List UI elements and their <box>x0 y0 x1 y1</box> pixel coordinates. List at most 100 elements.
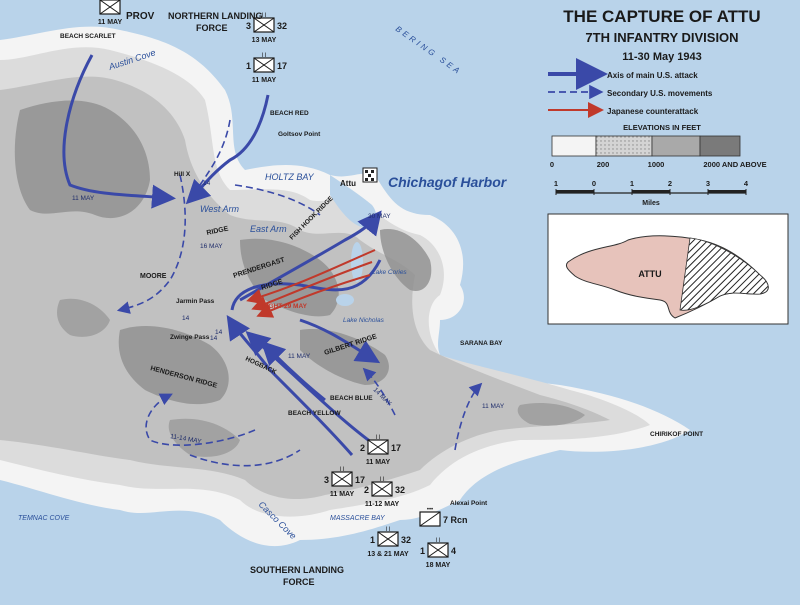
label-goltsov-point: Goltsov Point <box>278 131 321 138</box>
label-zwinge-pass: Zwinge Pass <box>170 334 210 341</box>
unit-battalion: 1 <box>246 61 251 71</box>
map-title: THE CAPTURE OF ATTU 7TH INFANTRY DIVISIO… <box>563 7 760 63</box>
northern-main-arrow-b <box>185 94 270 205</box>
label-holtz-bay: HOLTZ BAY <box>265 172 315 182</box>
secondary-movement-arrows <box>116 119 483 467</box>
unit-size-mark: ••• <box>427 507 433 513</box>
label-hill-x: Hill X <box>174 171 191 178</box>
label-moore: MOORE <box>140 273 167 280</box>
holtz-secondary-b <box>199 119 231 186</box>
label-beach-yellow: BEACH YELLOW <box>288 410 341 417</box>
label-lake-nicholas: Lake Nicholas <box>343 317 385 324</box>
label-date-11may-e: 11 MAY <box>482 403 505 410</box>
label-chichagof-harbor: Chichagof Harbor <box>388 174 508 190</box>
unit-date: 11 MAY <box>252 77 277 84</box>
unit-regiment: 4 <box>451 546 456 556</box>
label-east-arm: East Arm <box>250 224 287 234</box>
south-secondary-b <box>189 449 301 467</box>
label-num-14a: 14 <box>203 180 211 187</box>
unit-size-mark: I I <box>379 477 384 483</box>
legend-main-attack-label: Axis of main U.S. attack <box>607 71 698 80</box>
label-temnac-cove: TEMNAC COVE <box>18 515 70 522</box>
unit-regiment: 32 <box>395 485 405 495</box>
elev-label-1000: 1000 <box>648 160 665 169</box>
elev-label-2000: 2000 AND ABOVE <box>703 160 766 169</box>
unit-size-mark: I I <box>375 435 380 441</box>
unit-size-mark: I I <box>435 538 440 544</box>
scale-tick-label: 4 <box>744 179 749 188</box>
inset-label: ATTU <box>638 269 661 279</box>
label-chirikof-point: CHIRIKOF POINT <box>650 431 703 438</box>
unit-date: 13 MAY <box>252 37 277 44</box>
unit-regiment: 17 <box>355 475 365 485</box>
unit-date: 11 MAY <box>98 19 123 26</box>
label-beach-red: BEACH RED <box>270 110 309 117</box>
northern-force-line1: NORTHERN LANDING <box>168 11 263 21</box>
gilbert-secondary <box>362 367 396 416</box>
legend-counterattack-label: Japanese counterattack <box>607 107 699 116</box>
southern-force-line2: FORCE <box>283 577 315 587</box>
unit-battalion: 2 <box>364 485 369 495</box>
inset-map: ATTU <box>547 213 789 325</box>
label-num-14c: 14 <box>215 329 223 336</box>
unit-size-mark: I I <box>261 53 266 59</box>
label-ridge: RIDGE <box>206 225 229 237</box>
unit-date: 13 & 21 MAY <box>367 551 409 558</box>
legend: Axis of main U.S. attack Secondary U.S. … <box>548 58 767 207</box>
unit-regiment: 17 <box>277 61 287 71</box>
southern-force-line1: SOUTHERN LANDING <box>250 565 344 575</box>
label-date-11may-c: 11 MAY <box>288 353 311 360</box>
unit-symbol-prov: I I 11 MAY <box>98 0 123 26</box>
west-secondary <box>234 184 321 216</box>
label-attu: Attu <box>340 179 356 188</box>
label-num-14b: 14 <box>182 315 190 322</box>
label-jarmin-pass: Jarmin Pass <box>176 298 215 305</box>
unit-date: 18 MAY <box>426 562 451 569</box>
unit-battalion: 3 <box>324 475 329 485</box>
scale-tick-label: 1 <box>554 179 558 188</box>
unit-battalion: 3 <box>246 21 251 31</box>
unit-symbol-s1-32: I I 1 32 13 & 21 MAY <box>367 527 411 558</box>
title-division: 7TH INFANTRY DIVISION <box>585 30 738 45</box>
label-date-11may-w: 11 MAY <box>72 195 95 202</box>
label-west-arm: West Arm <box>200 204 240 214</box>
elev-label-200: 200 <box>597 160 610 169</box>
southern-main-arrow-b <box>226 315 354 456</box>
unit-date: 11-12 MAY <box>365 501 400 508</box>
label-bering-sea: BERING SEA <box>394 24 464 77</box>
elev-label-0: 0 <box>550 160 554 169</box>
northern-main-arrow-a <box>62 54 176 209</box>
northern-prov-label: PROV <box>126 11 155 22</box>
title-dates: 11-30 May 1943 <box>622 51 702 63</box>
unit-regiment: 7 Rcn <box>443 515 468 525</box>
east-drive-arrow <box>299 318 381 364</box>
southern-main-arrow-c <box>260 340 326 402</box>
unit-regiment: 32 <box>401 535 411 545</box>
label-alexai-point: Alexai Point <box>450 500 488 507</box>
south-secondary <box>145 393 256 446</box>
label-date-16may: 16 MAY <box>200 243 223 250</box>
unit-battalion: 1 <box>420 546 425 556</box>
attu-village-icon <box>362 167 378 183</box>
unit-date: 11 MAY <box>366 459 391 466</box>
unit-size-mark: I I <box>107 0 112 1</box>
scale-tick-label: 2 <box>668 179 672 188</box>
east-secondary <box>454 382 483 451</box>
unit-size-mark: I I <box>385 527 390 533</box>
force-labels: PROV NORTHERN LANDING FORCE SOUTHERN LAN… <box>126 11 344 587</box>
scale-tick-label: 1 <box>630 179 634 188</box>
holtz-secondary-a <box>116 174 186 314</box>
scale-tick-label: 3 <box>706 179 710 188</box>
label-beach-scarlet: BEACH SCARLET <box>60 33 116 40</box>
unit-battalion: 1 <box>370 535 375 545</box>
scale-tick-label: 0 <box>592 179 596 188</box>
unit-battalion: 2 <box>360 443 365 453</box>
label-num-14d: 14 <box>210 335 218 342</box>
scale-ticks: 1 0 1 2 3 4 <box>554 179 749 195</box>
